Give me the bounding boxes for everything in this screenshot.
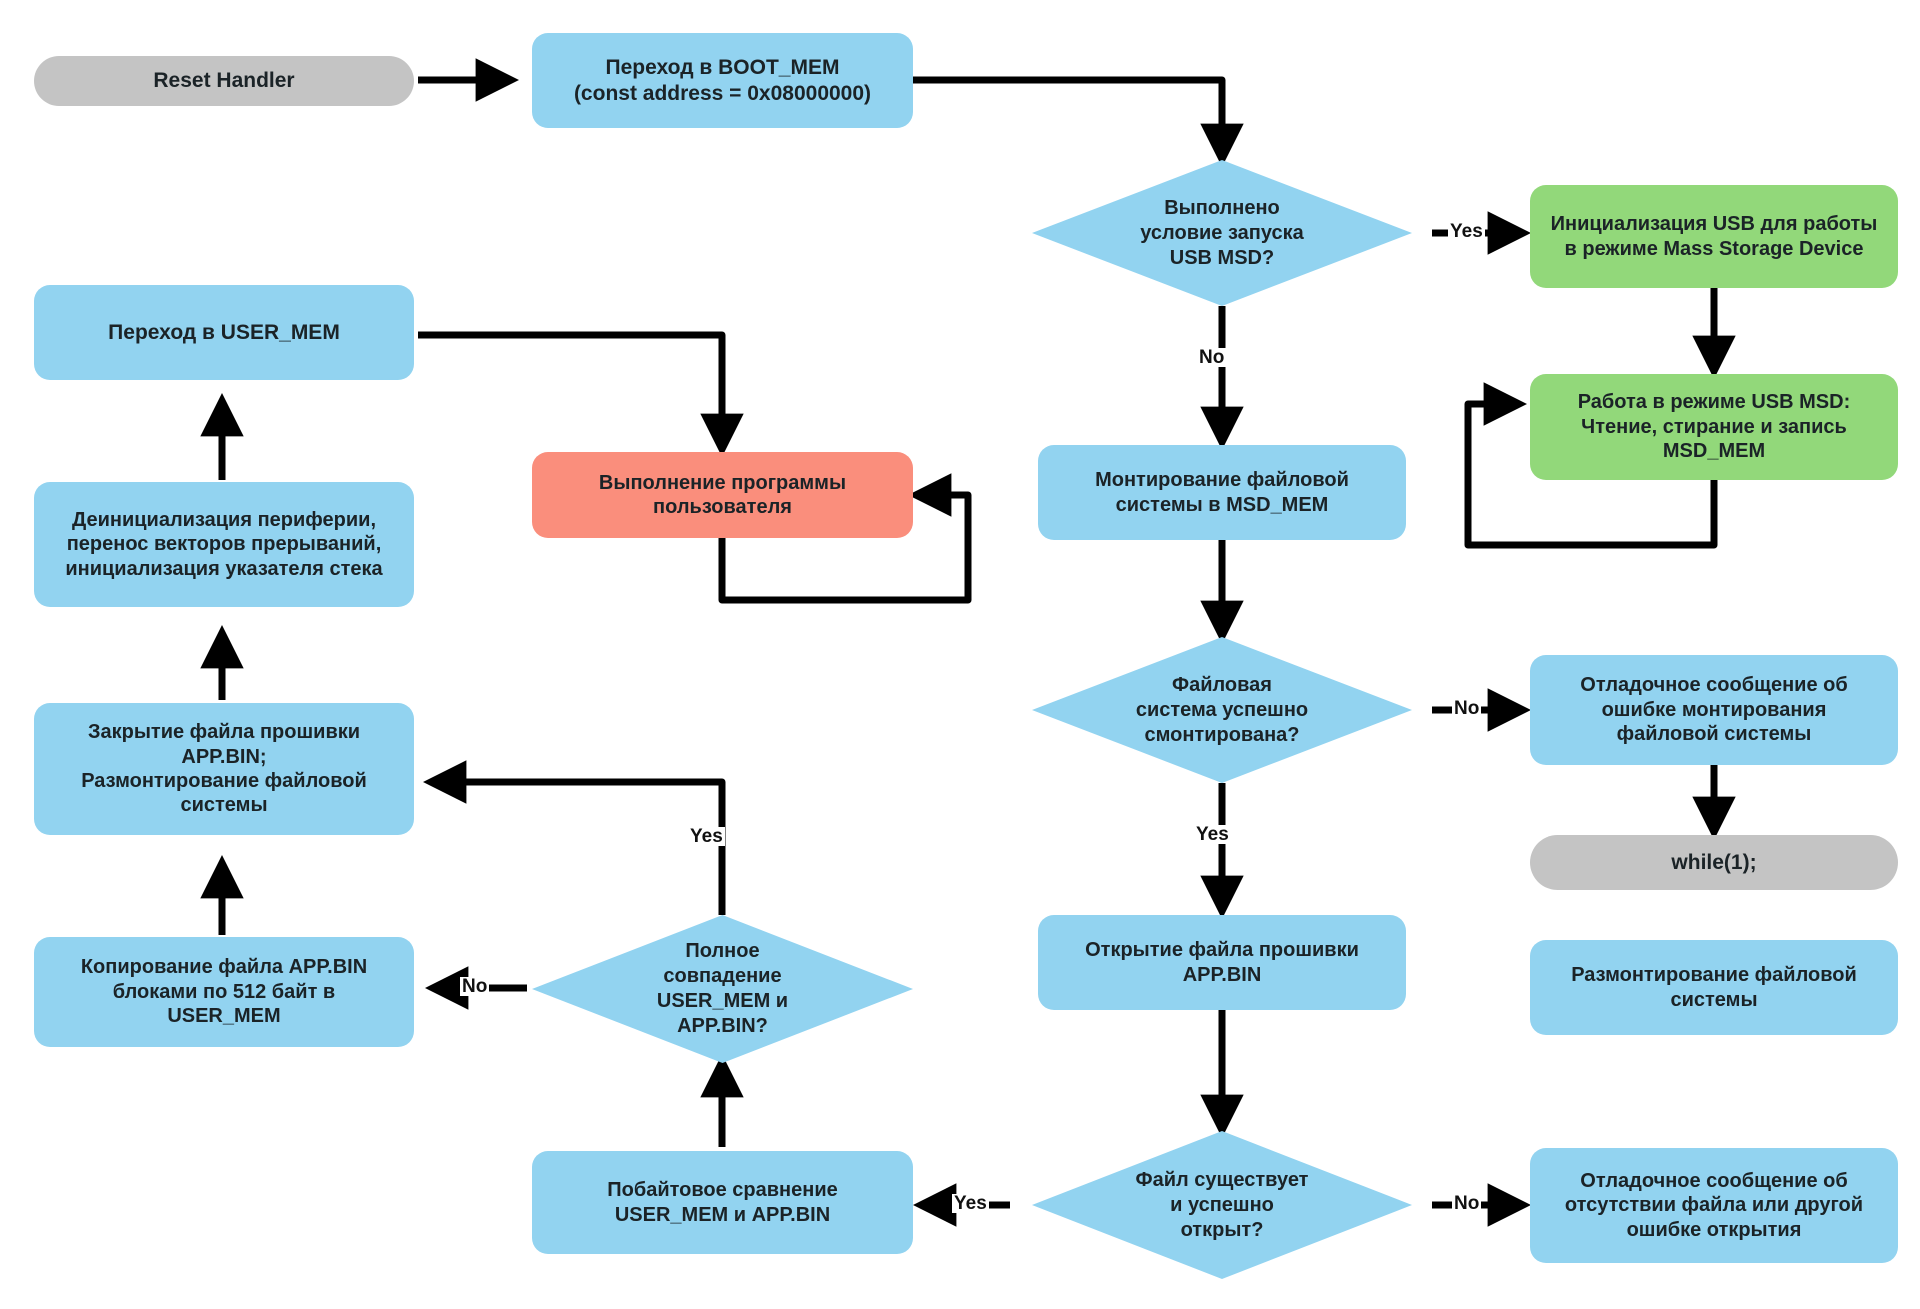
node-file-open-question[interactable]: Файл существует и успешно открыт? xyxy=(1032,1131,1412,1279)
node-fs-mounted-question[interactable]: Файловая система успешно смонтирована? xyxy=(1032,637,1412,783)
node-usb-work[interactable]: Работа в режиме USB MSD: Чтение, стирани… xyxy=(1530,374,1898,480)
node-label: Работа в режиме USB MSD: Чтение, стирани… xyxy=(1577,391,1851,463)
node-label: Побайтовое сравнение USER_MEM и APP.BIN xyxy=(607,1179,838,1226)
node-label: Копирование файла APP.BIN блоками по 512… xyxy=(80,956,368,1028)
edge-matchq-yes xyxy=(422,760,726,915)
edge-label-fileq-yes: Yes xyxy=(952,1193,989,1214)
node-usb-init[interactable]: Инициализация USB для работы в режиме Ma… xyxy=(1530,185,1898,288)
node-label: Reset Handler xyxy=(153,69,295,93)
node-label: Файловая система успешно смонтирована? xyxy=(1135,673,1309,746)
node-user-program[interactable]: Выполнение программы пользователя xyxy=(532,452,913,538)
node-label: Инициализация USB для работы в режиме Ma… xyxy=(1550,213,1878,260)
node-debug-open-error[interactable]: Отладочное сообщение об отсутствии файла… xyxy=(1530,1148,1898,1263)
edge-boot-to-usbcond xyxy=(913,76,1244,168)
node-debug-mount-error[interactable]: Отладочное сообщение об ошибке монтирова… xyxy=(1530,655,1898,765)
node-label: Переход в BOOT_MEM (const address = 0x08… xyxy=(573,55,872,105)
node-deinit-periph[interactable]: Деинициализация периферии, перенос векто… xyxy=(34,482,414,607)
node-unmount-fs[interactable]: Размонтирование файловой системы xyxy=(1530,940,1898,1035)
edge-label-matchq-yes: Yes xyxy=(688,826,725,847)
node-label: Закрытие файла прошивки APP.BIN; Размонт… xyxy=(81,721,367,817)
node-label: Выполнено условие запуска USB MSD? xyxy=(1140,196,1304,269)
node-label: Файл существует и успешно открыт? xyxy=(1135,1168,1309,1241)
node-mount-fs[interactable]: Монтирование файловой системы в MSD_MEM xyxy=(1038,445,1406,540)
node-close-file[interactable]: Закрытие файла прошивки APP.BIN; Размонт… xyxy=(34,703,414,835)
node-label: Размонтирование файловой системы xyxy=(1571,964,1857,1011)
node-byte-compare[interactable]: Побайтовое сравнение USER_MEM и APP.BIN xyxy=(532,1151,913,1254)
edge-label-usbcond-no: No xyxy=(1197,347,1227,368)
node-boot-mem[interactable]: Переход в BOOT_MEM (const address = 0x08… xyxy=(532,33,913,128)
node-label: Выполнение программы пользователя xyxy=(598,471,847,518)
node-usb-condition[interactable]: Выполнено условие запуска USB MSD? xyxy=(1032,160,1412,306)
node-while-1[interactable]: while(1); xyxy=(1530,835,1898,890)
node-label: Деинициализация периферии, перенос векто… xyxy=(65,508,383,580)
node-label: Переход в USER_MEM xyxy=(108,320,340,344)
node-match-question[interactable]: Полное совпадение USER_MEM и APP.BIN? xyxy=(532,915,913,1063)
node-jump-user-mem[interactable]: Переход в USER_MEM xyxy=(34,285,414,380)
node-label: Отладочное сообщение об ошибке монтирова… xyxy=(1580,674,1848,746)
node-label: Монтирование файловой системы в MSD_MEM xyxy=(1095,469,1349,516)
edge-usermem-to-userprog xyxy=(418,331,744,458)
edge-label-usbcond-yes: Yes xyxy=(1448,221,1485,242)
node-label: Отладочное сообщение об отсутствии файла… xyxy=(1564,1169,1864,1241)
edge-label-matchq-no: No xyxy=(460,976,490,997)
edge-label-fileq-no: No xyxy=(1452,1193,1482,1214)
node-reset-handler[interactable]: Reset Handler xyxy=(34,56,414,106)
node-open-file[interactable]: Открытие файла прошивки APP.BIN xyxy=(1038,915,1406,1010)
edge-label-fsq-no: No xyxy=(1452,698,1482,719)
node-label: Открытие файла прошивки APP.BIN xyxy=(1085,939,1359,986)
node-label: Полное совпадение USER_MEM и APP.BIN? xyxy=(656,940,789,1037)
node-label: while(1); xyxy=(1671,850,1757,874)
edge-label-fsq-yes: Yes xyxy=(1194,824,1231,845)
node-copy-app-bin[interactable]: Копирование файла APP.BIN блоками по 512… xyxy=(34,937,414,1047)
